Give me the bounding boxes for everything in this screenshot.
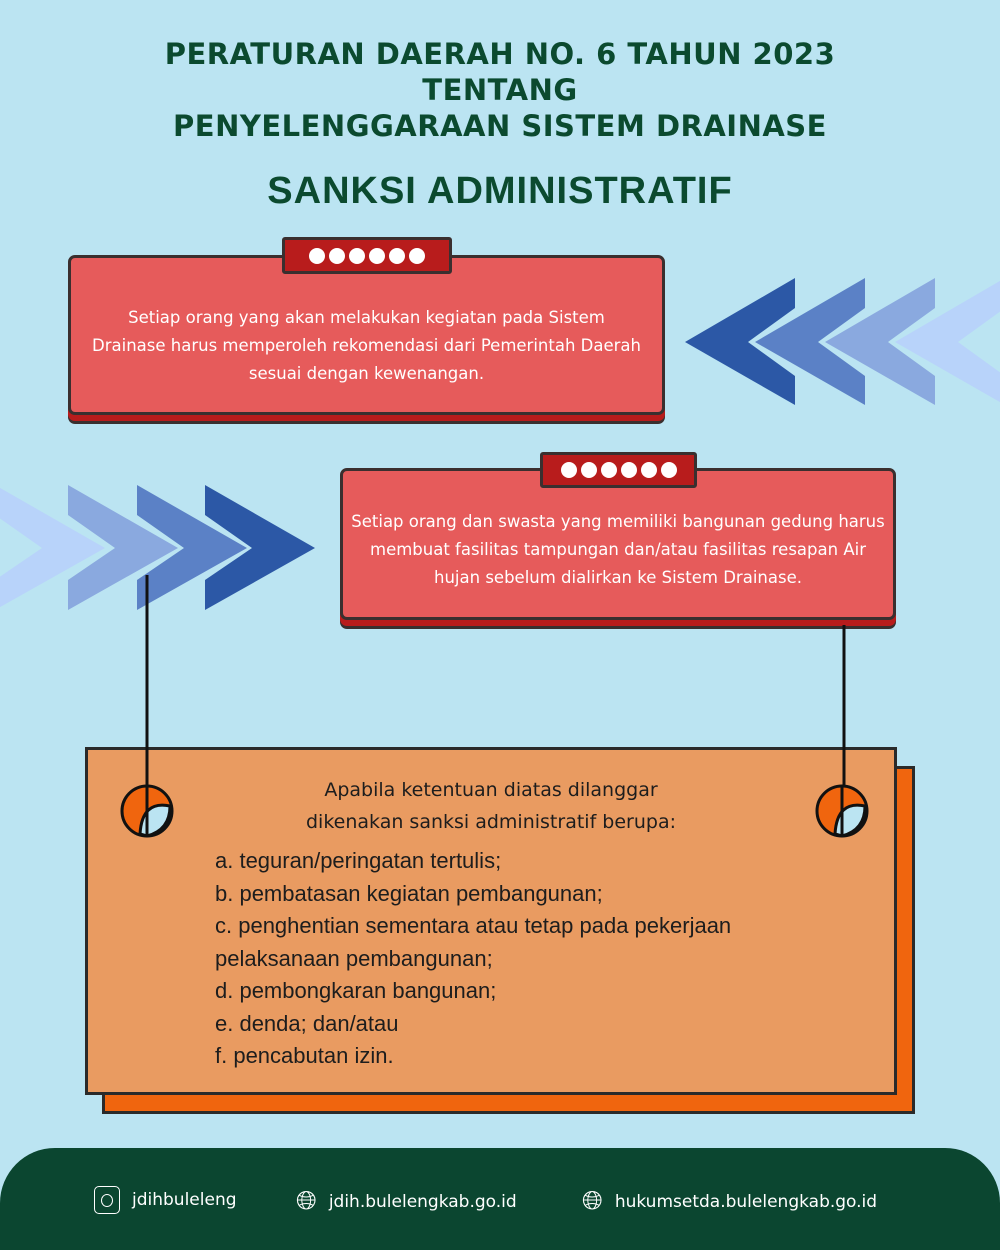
chevrons-left-pointing-icon [685,278,1000,405]
globe-icon: 🌐︎ [582,1186,603,1216]
list-item: f. pencabutan izin. [215,1043,394,1068]
card-1-tab [282,237,452,274]
website-link-1[interactable]: 🌐︎ jdih.bulelengkab.go.id [296,1186,517,1217]
card-2-tab [540,452,697,488]
list-item: pelaksanaan pembangunan; [215,945,493,971]
card-2-text: Setiap orang dan swasta yang memiliki ba… [351,512,885,587]
title-line: PERATURAN DAERAH NO. 6 TAHUN 2023 [164,37,836,71]
ornament-left-icon [120,784,174,838]
instagram-handle: jdihbuleleng [132,1190,237,1210]
list-item: b. pembatasan kegiatan pembangunan; [215,880,603,906]
footer: jdihbuleleng 🌐︎ jdih.bulelengkab.go.id 🌐… [0,1148,1000,1250]
title-line: TENTANG [422,73,578,107]
section-subtitle: SANKSI ADMINISTRATIF [267,170,733,212]
ornament-right-icon [815,784,869,838]
website-link-2[interactable]: 🌐︎ hukumsetda.bulelengkab.go.id [582,1186,877,1217]
sanctions-panel: Apabila ketentuan diatas dilanggar diken… [85,747,897,1095]
list-item: c. penghentian sementara atau tetap pada… [215,913,732,938]
website-1-text: jdih.bulelengkab.go.id [328,1191,517,1212]
title-line: PENYELENGGARAAN SISTEM DRAINASE [173,109,827,143]
page-title: PERATURAN DAERAH NO. 6 TAHUN 2023 TENTAN… [0,36,1000,144]
info-card-1: Setiap orang yang akan melakukan kegiata… [68,255,665,415]
website-2-text: hukumsetda.bulelengkab.go.id [614,1191,878,1212]
globe-icon: 🌐︎ [296,1186,317,1216]
list-item: a. teguran/peringatan tertulis; [215,848,502,873]
sanctions-lead: Apabila ketentuan diatas dilanggar diken… [88,774,894,838]
lead-line: Apabila ketentuan diatas dilanggar [324,779,658,801]
list-item: e. denda; dan/atau [215,1010,399,1036]
lead-line: dikenakan sanksi administratif berupa: [305,811,677,833]
chevrons-right-pointing-icon [0,485,315,610]
list-item: d. pembongkaran bangunan; [215,978,497,1003]
card-1-text: Setiap orang yang akan melakukan kegiata… [92,308,641,383]
sanctions-list: a. teguran/peringatan tertulis; b. pemba… [215,845,731,1073]
instagram-link[interactable]: jdihbuleleng [94,1186,237,1214]
instagram-icon [94,1186,120,1214]
